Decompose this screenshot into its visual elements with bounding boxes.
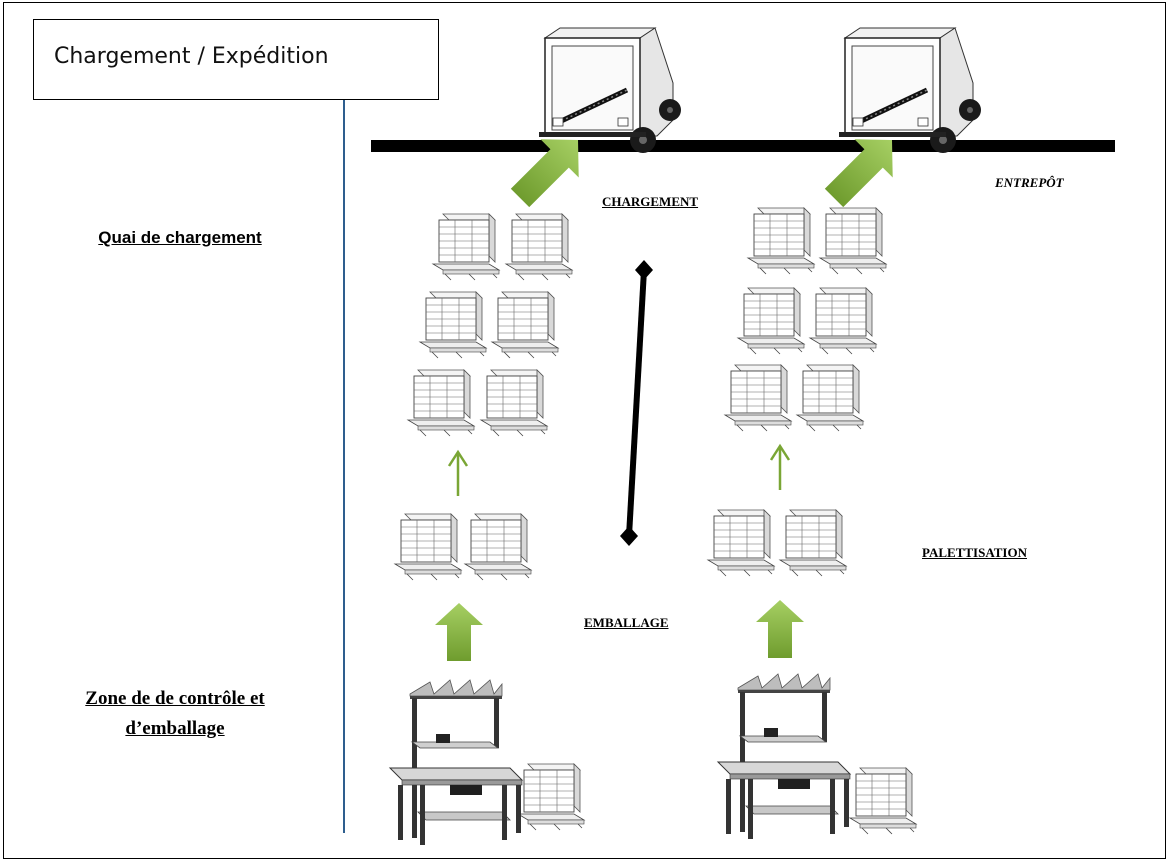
pallet-icon bbox=[707, 509, 775, 577]
outer-frame bbox=[3, 2, 1166, 859]
pallet-icon bbox=[796, 364, 864, 432]
pallet-icon bbox=[737, 287, 805, 355]
pallet-icon bbox=[819, 207, 887, 275]
divider-line bbox=[343, 100, 345, 833]
zone-label-control-line1: Zone de de contrôle et bbox=[85, 688, 265, 709]
zone-label-loading-dock: Quai de chargement bbox=[98, 228, 262, 247]
truck-right-icon bbox=[839, 28, 981, 153]
pallet-icon bbox=[432, 213, 500, 281]
pallet-icon bbox=[480, 369, 548, 437]
workbench-right-icon bbox=[717, 673, 851, 840]
pallet-icon bbox=[809, 287, 877, 355]
page-title: Chargement / Expédition bbox=[54, 44, 329, 69]
pallet-icon bbox=[505, 213, 573, 281]
pallet-icon bbox=[491, 291, 559, 359]
load-arrow-right-icon bbox=[824, 139, 893, 208]
pallet-icon bbox=[779, 509, 847, 577]
pallet-icon bbox=[419, 291, 487, 359]
pallet-icon bbox=[464, 513, 532, 581]
step-label-palletization: PALETTISATION bbox=[922, 545, 1027, 560]
pack-arrow-right-icon bbox=[756, 600, 804, 658]
pallet-icon bbox=[849, 767, 917, 835]
pallet-icon bbox=[724, 364, 792, 432]
pallet-icon bbox=[394, 513, 462, 581]
pack-arrow-left-icon bbox=[435, 603, 483, 661]
truck-left-icon bbox=[539, 28, 681, 153]
area-label-warehouse: ENTREPÔT bbox=[995, 175, 1064, 190]
pallet-icon bbox=[407, 369, 475, 437]
load-arrow-left-icon bbox=[510, 139, 579, 208]
pallet-icon bbox=[747, 207, 815, 275]
dock-line bbox=[371, 140, 1115, 152]
thin-arrow-right-icon bbox=[769, 444, 791, 492]
step-label-loading: CHARGEMENT bbox=[602, 194, 699, 209]
title-box: Chargement / Expédition bbox=[33, 19, 439, 100]
workbench-left-icon bbox=[389, 679, 523, 846]
thin-arrow-left-icon bbox=[447, 450, 469, 498]
step-label-packing: EMBALLAGE bbox=[584, 615, 669, 630]
zone-label-control-line2: d’emballage bbox=[125, 718, 225, 739]
pallet-icon bbox=[517, 763, 585, 831]
flow-range-line bbox=[620, 260, 653, 546]
